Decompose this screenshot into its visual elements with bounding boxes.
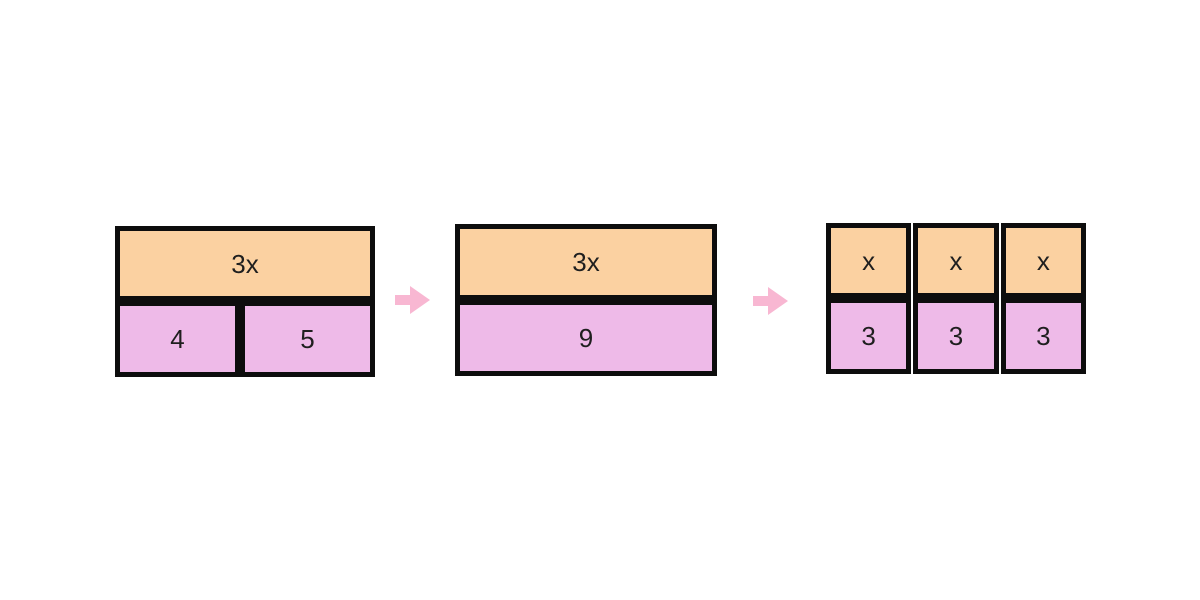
step-2-bottom-row: 9 [455,300,717,376]
step-1-top-row: 3x [115,226,375,301]
tape-diagram-step-2: 3x 9 [455,224,717,376]
cell-3: 3 [1000,298,1086,374]
cell-9: 9 [455,300,717,376]
right-arrow-icon [395,283,431,317]
step-3-bottom-row: 3 3 3 [826,298,1086,374]
cell-3: 3 [913,298,999,374]
cell-x: x [826,223,912,298]
tape-diagram-step-1: 3x 4 5 [115,226,375,377]
cell-x: x [1000,223,1086,298]
tape-diagram-step-3: x x x 3 3 3 [826,223,1086,374]
cell-4: 4 [115,301,240,377]
cell-3x: 3x [115,226,375,301]
step-2-top-row: 3x [455,224,717,300]
cell-x: x [913,223,999,298]
cell-5: 5 [240,301,375,377]
cell-3: 3 [826,298,912,374]
cell-3x: 3x [455,224,717,300]
step-3-top-row: x x x [826,223,1086,298]
step-1-bottom-row: 4 5 [115,301,375,377]
right-arrow-icon [753,284,789,318]
